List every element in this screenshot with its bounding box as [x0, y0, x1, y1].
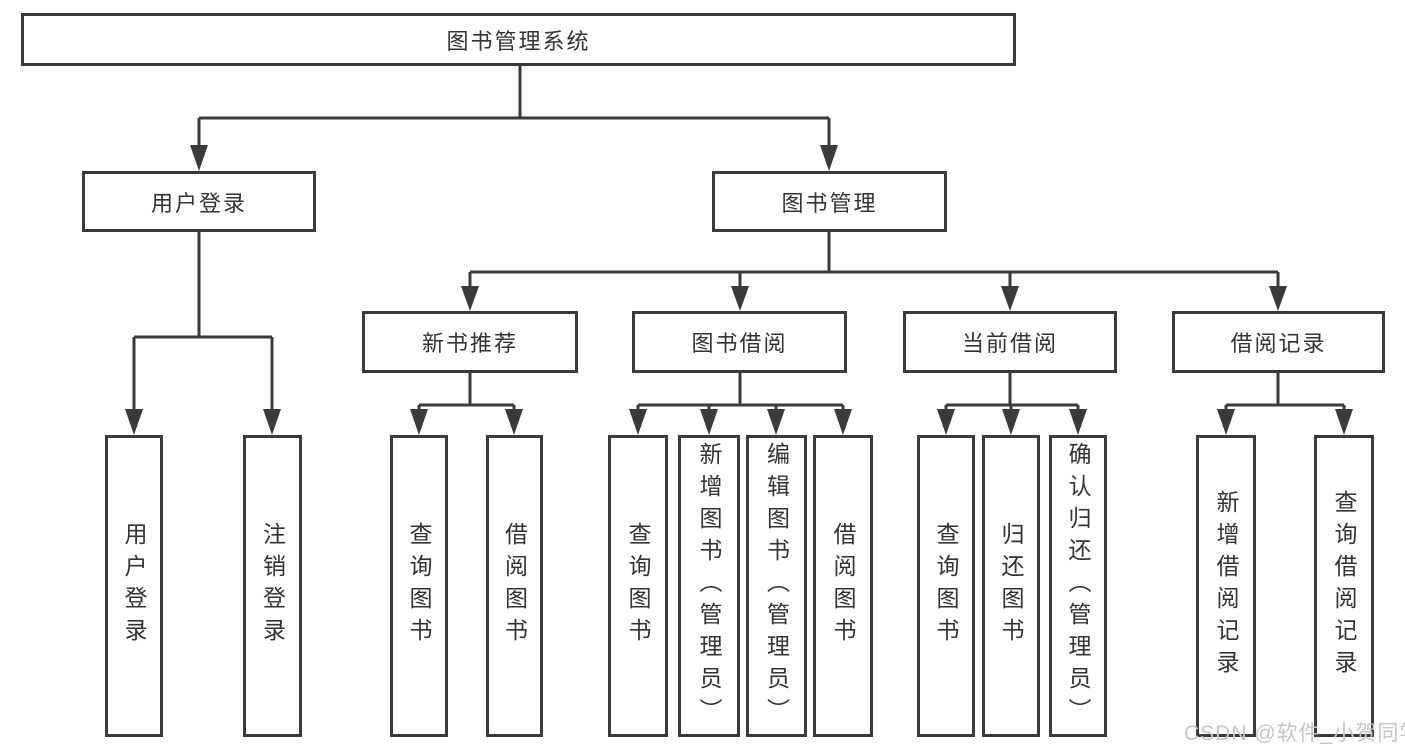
leaf-add-borrow-record: 新增借阅记录	[1196, 435, 1256, 737]
leaf-user-login: 用户登录	[105, 435, 163, 737]
connector-current-borrow	[944, 371, 1080, 414]
leaf-edit-book-admin: 编辑图书（管理员）	[746, 435, 807, 737]
leaf-return-books: 归还图书	[982, 435, 1040, 737]
connector-book-management	[468, 230, 1280, 290]
node-current-borrow: 当前借阅	[903, 311, 1117, 373]
node-borrow-records: 借阅记录	[1172, 311, 1385, 373]
connector-borrow-records	[1224, 371, 1346, 414]
leaf-logout: 注销登录	[243, 435, 302, 737]
leaf-query-borrow-record: 查询借阅记录	[1314, 435, 1374, 737]
leaf-query-books-current: 查询图书	[917, 435, 975, 737]
leaf-add-book-admin: 新增图书（管理员）	[678, 435, 740, 737]
node-user-login: 用户登录	[82, 171, 316, 232]
leaf-borrow-books: 借阅图书	[813, 435, 873, 737]
connector-root	[197, 66, 831, 150]
connector-user-login	[132, 230, 274, 414]
node-book-management: 图书管理	[712, 171, 947, 232]
connector-book-borrow	[636, 371, 845, 414]
watermark: CSDN @软件_小贺同学	[1184, 722, 1405, 745]
leaf-borrow-books-recommend: 借阅图书	[486, 435, 543, 737]
node-root: 图书管理系统	[21, 13, 1016, 66]
connector-new-book-recommend	[417, 371, 516, 414]
node-new-book-recommend: 新书推荐	[362, 311, 578, 373]
leaf-confirm-return-admin: 确认归还（管理员）	[1049, 435, 1107, 737]
node-book-borrow: 图书借阅	[632, 311, 847, 373]
leaf-query-books-borrow: 查询图书	[608, 435, 668, 737]
leaf-query-books-recommend: 查询图书	[390, 435, 448, 737]
